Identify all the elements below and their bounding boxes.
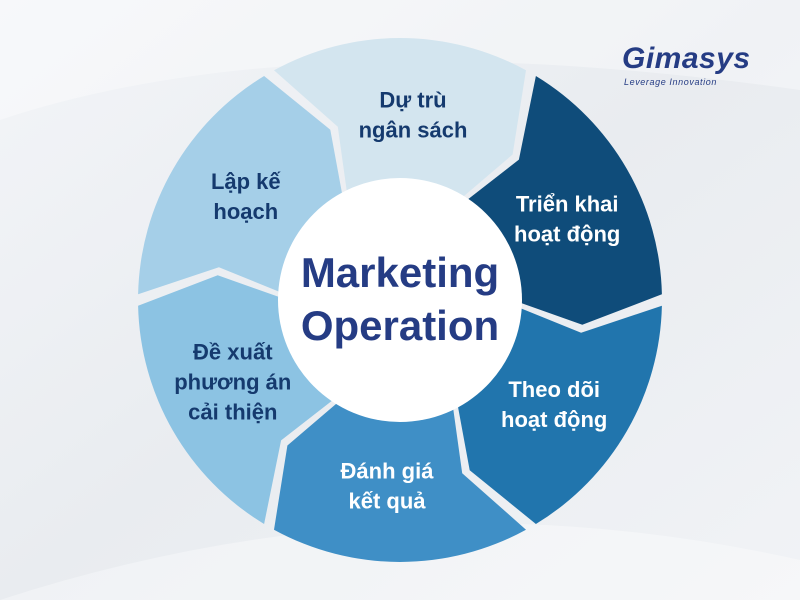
- cycle-segment-label-line: Triển khai: [516, 192, 619, 217]
- logo-wordmark: Gimasys: [622, 42, 751, 75]
- cycle-segment: [274, 38, 526, 208]
- cycle-segment-label-line: Đánh giá: [341, 459, 435, 484]
- cycle-segment-label-line: hoạt động: [514, 222, 620, 247]
- cycle-segment-label-line: Đề xuất: [193, 340, 273, 365]
- cycle-segment: [274, 392, 526, 562]
- center-title-line-1: Marketing: [301, 249, 499, 296]
- cycle-segment-label: Theo dõi hoạt động: [501, 377, 607, 432]
- logo-tagline: Leverage Innovation: [624, 77, 717, 87]
- cycle-segment-label-line: Lập kế: [211, 169, 281, 194]
- cycle-segment-label: Đánh giá kết quả: [341, 459, 435, 514]
- cycle-segment-label-line: ngân sách: [359, 118, 468, 143]
- cycle-segment-label-line: hoạt động: [501, 407, 607, 432]
- cycle-segment-label-line: phương án: [174, 370, 291, 395]
- cycle-segment-label: Lập kế hoạch: [211, 169, 281, 224]
- cycle-segment-label-line: hoạch: [213, 199, 278, 224]
- center-circle: [278, 178, 522, 422]
- cycle-segment-label-line: Theo dõi: [508, 377, 600, 402]
- cycle-segment-label-line: Dự trù: [379, 88, 446, 113]
- cycle-segment-label: Dự trù ngân sách: [359, 88, 468, 143]
- center-title-line-2: Operation: [301, 302, 499, 349]
- gimasys-logo: Gimasys Leverage Innovation: [622, 42, 772, 92]
- cycle-segment-label: Triển khai hoạt động: [514, 192, 620, 247]
- cycle-segment-label: Đề xuất phương án cải thiện: [174, 340, 291, 425]
- cycle-segment-label-line: kết quả: [348, 489, 426, 514]
- cycle-segment-label-line: cải thiện: [188, 400, 277, 425]
